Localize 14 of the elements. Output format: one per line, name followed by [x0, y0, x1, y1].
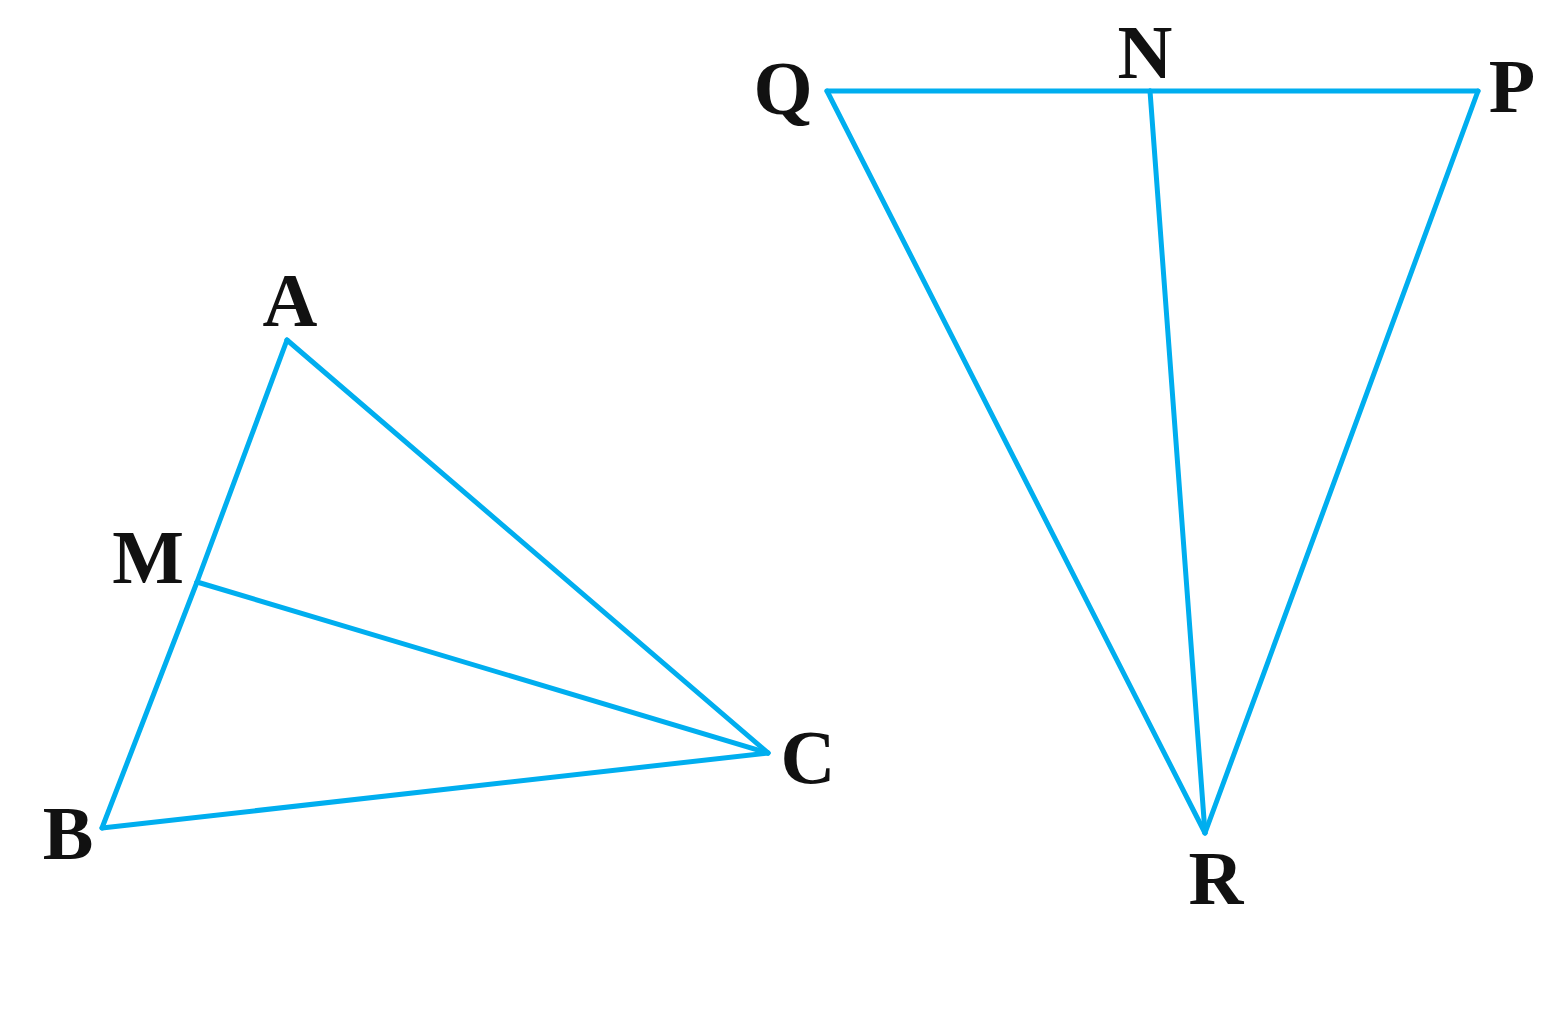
- line-segment: [824, 88, 1208, 836]
- vertex-label: B: [42, 795, 94, 871]
- vertex-label: Q: [753, 50, 813, 126]
- line-segment: [1202, 88, 1481, 836]
- vertex-label: C: [780, 719, 836, 795]
- vertex-label: N: [1117, 14, 1173, 90]
- line-segment: [99, 579, 200, 831]
- line-segment: [284, 337, 771, 756]
- vertex-label: P: [1488, 48, 1536, 124]
- line-segment: [194, 579, 771, 756]
- vertex-label: R: [1188, 840, 1244, 916]
- vertex-label: M: [112, 519, 184, 595]
- line-segment: [1147, 88, 1208, 836]
- vertex-label: A: [262, 262, 318, 338]
